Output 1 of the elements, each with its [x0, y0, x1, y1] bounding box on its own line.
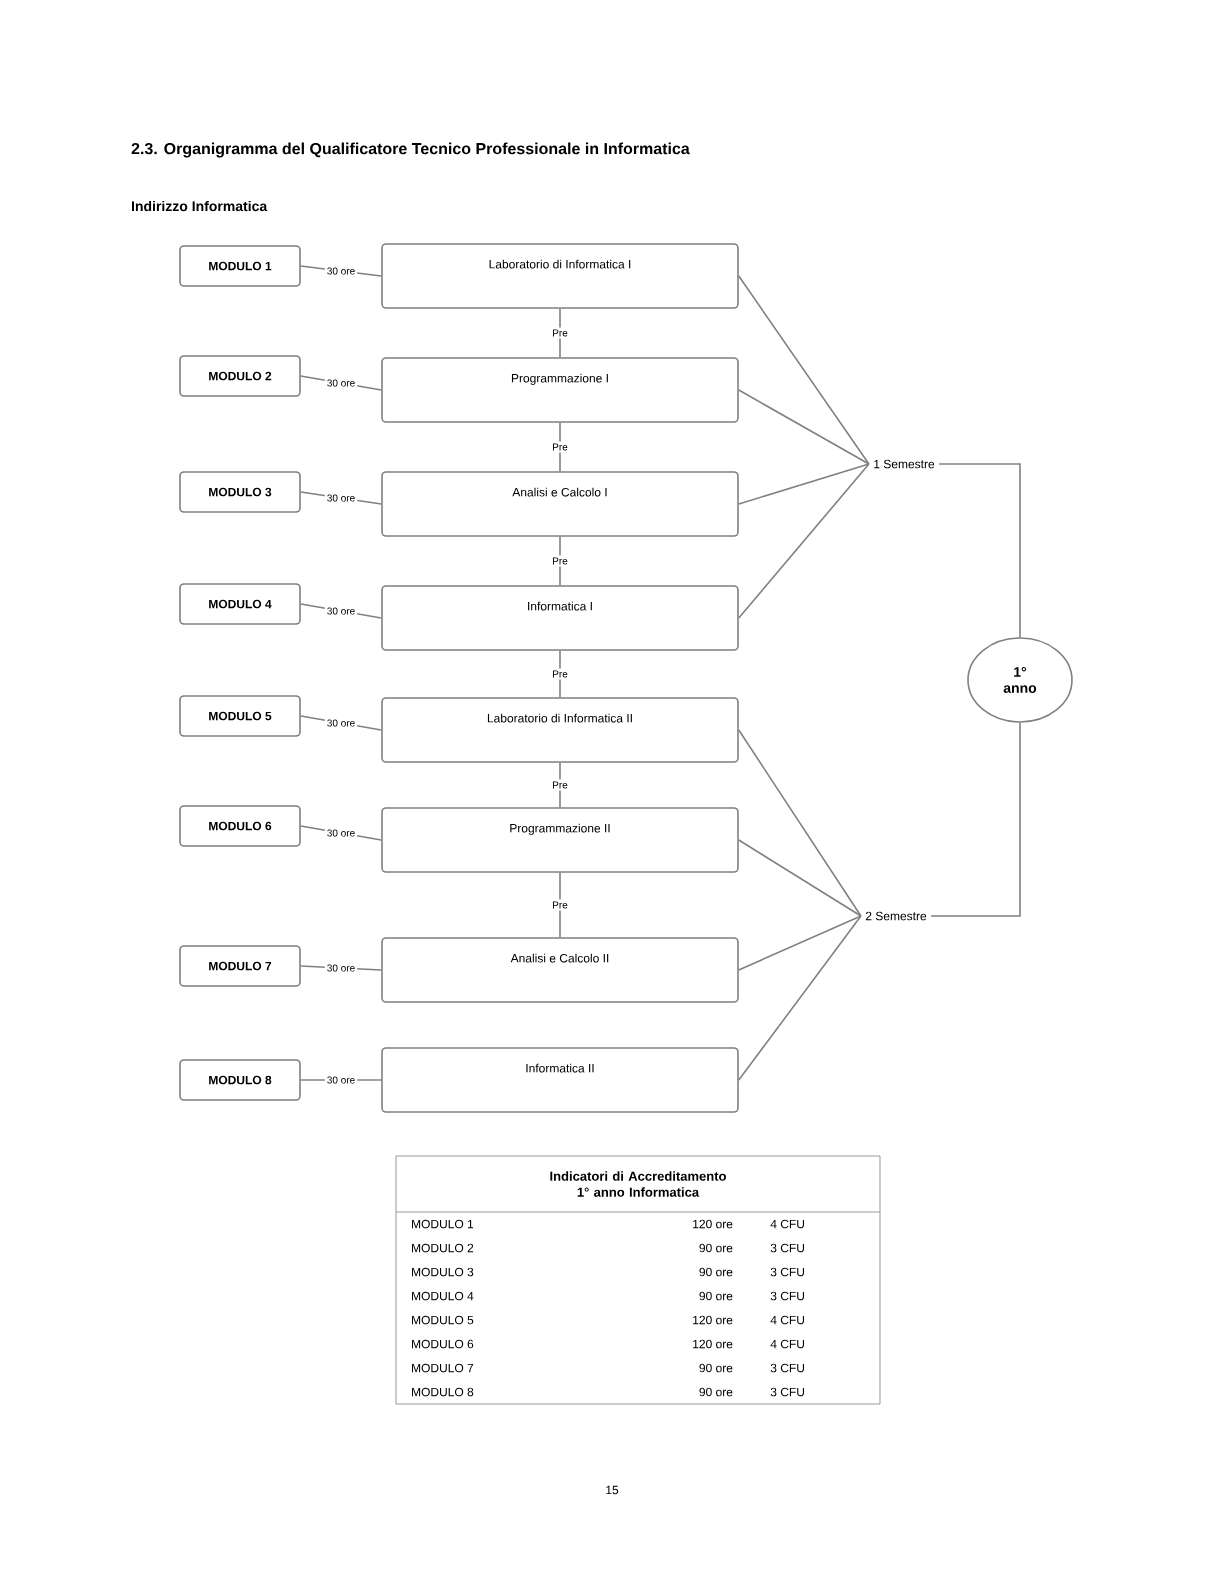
title: 2.3. Organigramma del Qualificatore Tecnico Professionale in Informatica [131, 142, 690, 158]
